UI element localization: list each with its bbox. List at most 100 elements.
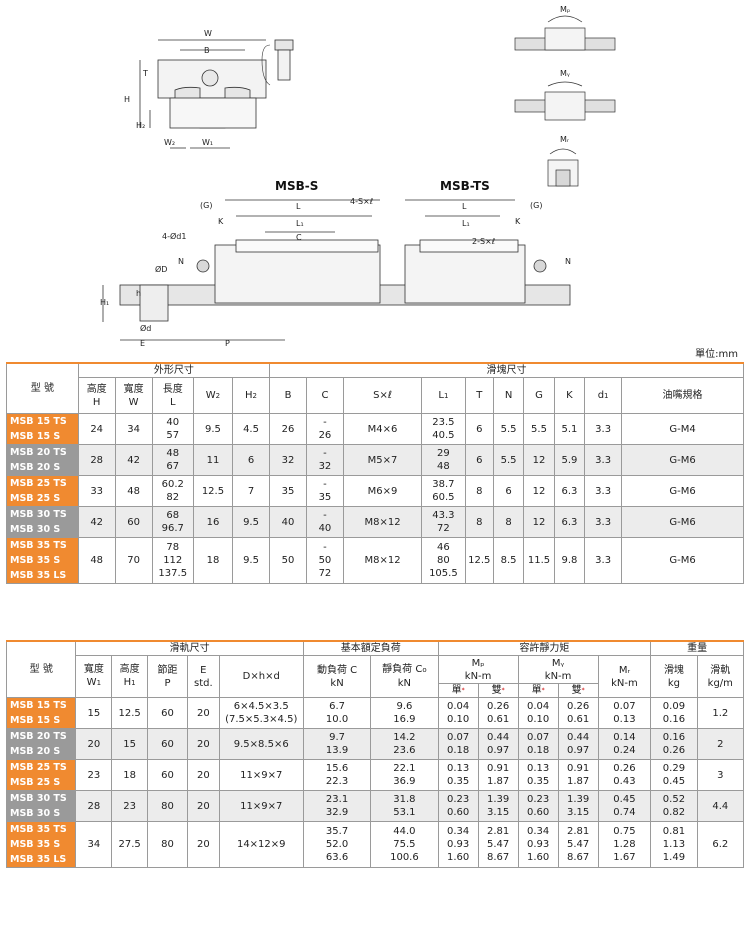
- cell-w: 60: [114, 506, 153, 538]
- cell-b: 35: [269, 475, 307, 507]
- cell-b: 40: [269, 506, 307, 538]
- label-l1-ts: L₁: [462, 219, 470, 228]
- cell-g: 12: [523, 506, 555, 538]
- cell-c: -40: [305, 506, 344, 538]
- cell-c: -32: [305, 444, 344, 476]
- cell-w2: 11: [192, 444, 234, 476]
- cell-g: 11.5: [523, 537, 555, 584]
- cell-c: -26: [305, 413, 344, 445]
- cell-w: 70: [114, 537, 153, 584]
- col-d1: d1: [584, 377, 623, 414]
- label-g-right: (G): [530, 201, 542, 210]
- cell-w: 42: [114, 444, 153, 476]
- weight-header: 重量: [650, 640, 744, 656]
- cell-w: 34: [114, 413, 153, 445]
- cell-h1: 23: [111, 790, 149, 822]
- label-w2: W₂: [164, 138, 175, 147]
- cell-n: 6: [492, 475, 525, 507]
- cell-h: 33: [77, 475, 116, 507]
- cell-e: 20: [187, 759, 220, 791]
- cell-b: 50: [269, 537, 307, 584]
- cell-rail-weight: 2: [696, 728, 745, 760]
- cell-n: 5.5: [492, 413, 525, 445]
- cell-n: 8.5: [492, 537, 525, 584]
- cell-oil: G-M6: [621, 475, 744, 507]
- technical-drawings: W B T H H₂ W₂ W₁ Mₚ Mᵧ Mᵣ MSB-S MSB-TS: [100, 5, 616, 348]
- cell-rail-weight: 1.2: [696, 697, 745, 729]
- cell-e: 20: [187, 728, 220, 760]
- cell-h2: 9.5: [232, 537, 271, 584]
- col-mp-double: 雙*: [477, 683, 519, 698]
- cell-sxl: M8×12: [342, 506, 423, 538]
- col-my-single: 單*: [517, 683, 559, 698]
- cell-rail-weight: 4.4: [696, 790, 745, 822]
- cell-d1: 3.3: [584, 475, 623, 507]
- model-header: 型 號: [6, 362, 79, 414]
- cell-e: 20: [187, 821, 220, 868]
- cell-d1: 3.3: [584, 413, 623, 445]
- cell-oil: G-M6: [621, 537, 744, 584]
- cell-rail-weight: 6.2: [696, 821, 745, 868]
- col-t: T: [464, 377, 494, 414]
- label-c: C: [296, 233, 302, 242]
- col-c: C: [305, 377, 344, 414]
- cell-p: 60: [147, 728, 189, 760]
- label-e: E: [140, 339, 145, 348]
- cell-g: 12: [523, 444, 555, 476]
- label-w1: W₁: [202, 138, 213, 147]
- col-b: B: [269, 377, 307, 414]
- col-g: G: [523, 377, 555, 414]
- cell-b: 26: [269, 413, 307, 445]
- cell-b: 32: [269, 444, 307, 476]
- static-moment-header: 容許靜力矩: [437, 640, 652, 656]
- cell-oil: G-M6: [621, 444, 744, 476]
- cell-dhd: 11×9×7: [218, 759, 304, 791]
- cell-d1: 3.3: [584, 444, 623, 476]
- label-w: W: [204, 29, 212, 38]
- cell-t: 8: [464, 475, 494, 507]
- side-view-labels: (G) (G) K K L L L₁ L₁ C 4-S×ℓ 2-S×ℓ 4-Ød…: [100, 197, 571, 348]
- cross-section-labels: W B T H H₂ W₂ W₁: [124, 29, 213, 147]
- cell-sxl: M4×6: [342, 413, 423, 445]
- cell-h2: 9.5: [232, 506, 271, 538]
- cell-h2: 6: [232, 444, 271, 476]
- cell-k: 5.1: [553, 413, 586, 445]
- cell-dhd: 11×9×7: [218, 790, 304, 822]
